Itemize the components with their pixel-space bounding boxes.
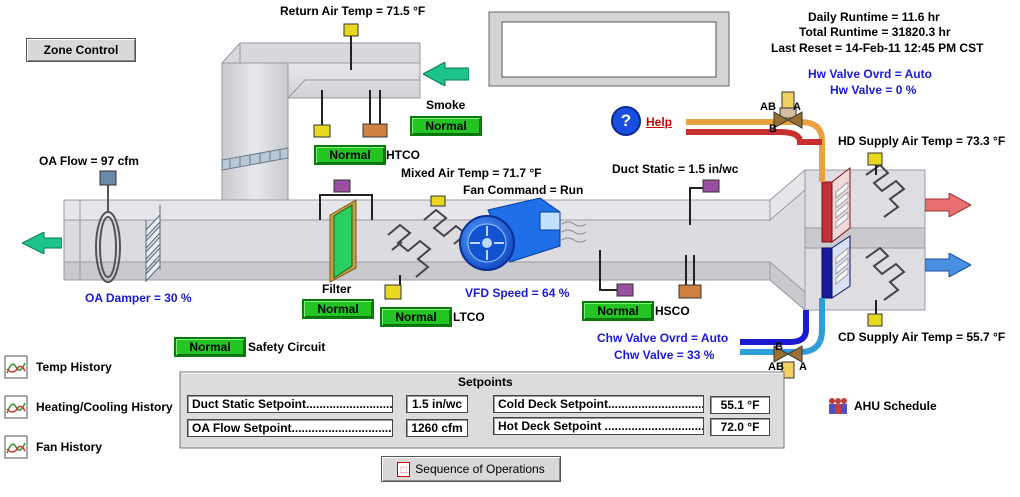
fan-history-label: Fan History xyxy=(36,440,103,454)
hw-valve-port-a: A xyxy=(793,101,801,113)
message-window xyxy=(501,21,717,78)
fan-history-link[interactable]: Fan History xyxy=(4,435,102,459)
hot-deck-setpoint-value[interactable]: 72.0 °F xyxy=(710,418,770,436)
heating-cooling-history-label: Heating/Cooling History xyxy=(36,400,173,414)
temp-history-link[interactable]: Temp History xyxy=(4,355,112,379)
chw-valve-port-ab: AB xyxy=(768,361,784,373)
return-air-temp-readout: Return Air Temp = 71.5 °F xyxy=(280,4,426,18)
trend-chart-icon xyxy=(4,395,28,419)
smoke-status: Normal xyxy=(410,116,482,136)
hsco-pressure-sensor xyxy=(616,283,634,297)
trend-chart-icon xyxy=(4,435,28,459)
safety-circuit-status: Normal xyxy=(174,337,246,357)
sequence-label: Sequence of Operations xyxy=(415,462,545,476)
hw-valve xyxy=(773,91,803,129)
mixed-air-temp-readout: Mixed Air Temp = 71.7 °F xyxy=(401,166,542,180)
filter-label: Filter xyxy=(322,282,352,296)
duct-static-sensor xyxy=(702,179,720,193)
ahu-schedule-link[interactable]: AHU Schedule xyxy=(828,397,937,415)
chw-valve-port-a: A xyxy=(799,361,807,373)
exhaust-arrow-icon xyxy=(421,61,470,89)
hd-supply-air-temp-readout: HD Supply Air Temp = 73.3 °F xyxy=(838,134,1006,148)
oa-flow-setpoint-value[interactable]: 1260 cfm xyxy=(406,419,468,437)
hw-valve-ovrd-readout[interactable]: Hw Valve Ovrd = Auto xyxy=(808,67,932,81)
hsco-switch xyxy=(678,284,702,299)
oa-damper-readout[interactable]: OA Damper = 30 % xyxy=(85,291,192,305)
filter-dp-sensor xyxy=(333,179,351,193)
setpoints-title: Setpoints xyxy=(458,375,513,389)
help-link[interactable]: Help xyxy=(646,115,673,129)
hd-supply-temp-sensor xyxy=(867,152,883,166)
oa-flow-station xyxy=(95,185,121,283)
hot-deck-supply-arrow-icon xyxy=(924,192,973,220)
mixed-air-sensor xyxy=(430,195,446,207)
heating-cooling-history-link[interactable]: Heating/Cooling History xyxy=(4,395,173,419)
oa-flow-sensor-head xyxy=(99,170,117,186)
filter-status: Normal xyxy=(302,299,374,319)
ahu-schedule-label: AHU Schedule xyxy=(854,399,937,413)
smoke-label: Smoke xyxy=(426,98,466,112)
vfd-speed-readout[interactable]: VFD Speed = 64 % xyxy=(465,286,570,300)
hot-deck-coil xyxy=(821,163,906,244)
cd-supply-air-temp-readout: CD Supply Air Temp = 55.7 °F xyxy=(838,330,1006,344)
trend-chart-icon xyxy=(4,355,28,379)
return-grille xyxy=(221,147,289,171)
help-icon[interactable]: ? xyxy=(611,106,641,136)
hw-valve-position-readout: Hw Valve = 0 % xyxy=(830,83,917,97)
ltco-status: Normal xyxy=(380,307,452,327)
last-reset-readout: Last Reset = 14-Feb-11 12:45 PM CST xyxy=(771,41,984,55)
supply-fan xyxy=(459,197,587,271)
oa-flow-readout: OA Flow = 97 cfm xyxy=(39,154,139,168)
oa-damper xyxy=(145,205,161,283)
ltco-label: LTCO xyxy=(453,310,485,324)
duct-static-setpoint-label: Duct Static Setpoint....................… xyxy=(187,395,393,413)
hsco-label: HSCO xyxy=(655,304,690,318)
hot-deck-setpoint-label: Hot Deck Setpoint ......................… xyxy=(493,417,704,435)
htco-status: Normal xyxy=(314,145,386,165)
return-air-temp-sensor xyxy=(343,23,359,37)
duct-static-readout: Duct Static = 1.5 in/wc xyxy=(612,162,739,176)
oa-flow-setpoint-label: OA Flow Setpoint........................… xyxy=(187,419,393,437)
chw-valve xyxy=(773,345,803,379)
fan-command-readout[interactable]: Fan Command = Run xyxy=(463,183,584,197)
hsco-status: Normal xyxy=(582,301,654,321)
return-temp-probe xyxy=(313,124,331,138)
ltco-sensor xyxy=(384,284,402,300)
total-runtime-readout: Total Runtime = 31820.3 hr xyxy=(799,25,951,39)
filter xyxy=(329,199,357,283)
daily-runtime-readout: Daily Runtime = 11.6 hr xyxy=(808,10,940,24)
people-schedule-icon xyxy=(829,398,847,414)
htco-label: HTCO xyxy=(386,148,420,162)
cold-deck-setpoint-label: Cold Deck Setpoint......................… xyxy=(493,395,704,413)
zone-control-button[interactable]: Zone Control xyxy=(26,38,136,62)
oa-inlet-arrow-icon xyxy=(20,231,63,257)
smoke-detector xyxy=(362,123,388,138)
pdf-icon: ⬚ xyxy=(397,462,411,478)
cold-deck-setpoint-value[interactable]: 55.1 °F xyxy=(710,396,770,414)
chw-valve-position-readout: Chw Valve = 33 % xyxy=(614,348,715,362)
duct-static-setpoint-value[interactable]: 1.5 in/wc xyxy=(406,395,468,413)
sequence-of-operations-button[interactable]: ⬚ Sequence of Operations xyxy=(381,456,561,482)
hw-valve-port-ab: AB xyxy=(760,101,776,113)
chw-valve-port-b: B xyxy=(775,341,783,353)
cold-deck-supply-arrow-icon xyxy=(924,252,973,280)
temp-history-label: Temp History xyxy=(36,360,112,374)
chw-valve-ovrd-readout[interactable]: Chw Valve Ovrd = Auto xyxy=(597,331,729,345)
hw-valve-port-b: B xyxy=(769,123,777,135)
cd-supply-temp-sensor xyxy=(867,313,883,327)
safety-circuit-label: Safety Circuit xyxy=(248,340,326,354)
cold-deck-coil xyxy=(821,235,906,301)
